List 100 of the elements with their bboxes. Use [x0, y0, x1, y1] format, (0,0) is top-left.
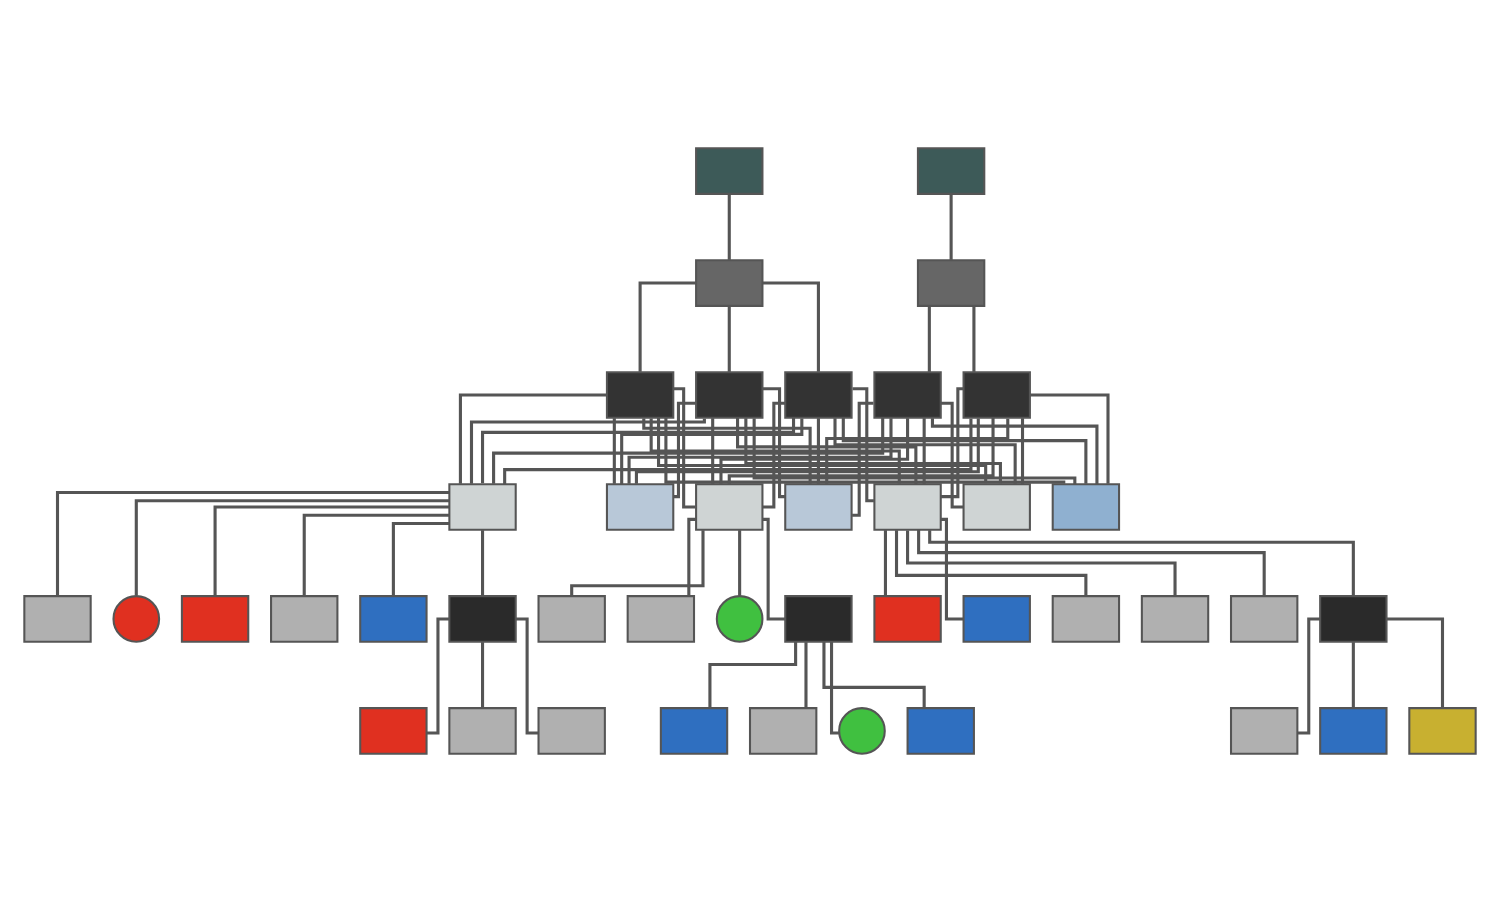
connector: [638, 280, 697, 371]
connector: [458, 392, 607, 483]
connector: [481, 417, 796, 483]
connector: [1297, 616, 1320, 734]
connector: [804, 641, 808, 707]
connector: [940, 400, 964, 508]
node-box: [906, 706, 975, 754]
node-box: [873, 370, 942, 418]
connector: [492, 416, 885, 483]
connector: [426, 616, 450, 734]
node-box: [695, 146, 764, 194]
node-box: [659, 706, 729, 754]
node-box: [916, 258, 986, 306]
connector: [481, 529, 485, 595]
node-box: [626, 594, 696, 642]
node-box: [962, 482, 1031, 530]
node-box: [962, 594, 1031, 642]
node-box: [1140, 594, 1210, 642]
connector: [972, 305, 976, 371]
connector: [642, 417, 812, 483]
connector: [941, 516, 964, 620]
connector: [852, 400, 874, 516]
connector: [927, 305, 931, 371]
node-box: [916, 146, 986, 194]
connector: [816, 417, 820, 483]
connector: [1020, 417, 1025, 483]
connector: [841, 416, 1088, 483]
connector: [570, 529, 705, 595]
node-box: [784, 370, 853, 418]
connector: [1351, 641, 1355, 707]
connector: [949, 193, 953, 259]
node-box: [448, 594, 517, 642]
connector: [134, 498, 450, 595]
connector: [822, 641, 926, 707]
connector: [481, 641, 485, 707]
node-box: [359, 706, 428, 754]
connector: [469, 417, 706, 483]
node-box: [359, 594, 428, 642]
node-box: [448, 482, 517, 530]
connector: [894, 529, 1088, 595]
node-box: [1051, 594, 1121, 642]
connector: [708, 640, 798, 707]
node-box: [180, 594, 250, 642]
node-box: [962, 370, 1031, 418]
connector: [906, 529, 1177, 595]
node-circle: [838, 706, 886, 754]
node-box: [873, 482, 942, 530]
node-circle: [112, 594, 161, 642]
connector: [762, 280, 820, 371]
node-box: [1319, 594, 1388, 642]
connector: [503, 417, 973, 483]
connector: [928, 529, 1355, 595]
connector: [762, 516, 786, 620]
node-box: [784, 482, 853, 530]
connector: [727, 193, 731, 259]
connector: [673, 386, 696, 508]
node-box: [537, 594, 606, 642]
connector: [711, 417, 715, 483]
connector: [213, 504, 450, 595]
node-box: [270, 594, 339, 642]
connector: [917, 528, 1266, 595]
connector: [302, 512, 449, 595]
connector: [762, 386, 785, 498]
node-box: [1408, 706, 1477, 754]
connector: [930, 417, 1099, 484]
node-box: [1319, 706, 1388, 754]
connector: [852, 386, 874, 502]
node-box: [1051, 482, 1121, 530]
node-box: [695, 370, 764, 418]
connector: [620, 417, 804, 484]
connector: [664, 416, 1066, 485]
connector: [738, 529, 742, 595]
connector: [1030, 392, 1110, 483]
connector: [883, 529, 887, 595]
connector: [515, 616, 539, 734]
node-box: [873, 594, 942, 642]
connector: [687, 516, 696, 595]
node-box: [537, 706, 606, 754]
node-box: [784, 594, 853, 642]
connector: [1386, 616, 1445, 707]
connector: [612, 417, 616, 483]
node-circle: [715, 594, 764, 642]
node-box: [23, 594, 92, 642]
node-box: [448, 706, 517, 754]
connector: [762, 400, 786, 508]
node-box: [1229, 594, 1299, 642]
connector: [55, 489, 450, 595]
connector: [673, 400, 696, 498]
connector: [922, 417, 926, 483]
node-box: [605, 370, 675, 418]
connector: [940, 386, 964, 498]
node-box: [605, 482, 675, 530]
node-box: [748, 706, 818, 754]
connector: [830, 641, 840, 734]
node-box: [695, 258, 764, 306]
connector: [727, 305, 731, 371]
connector: [752, 417, 1077, 484]
connector: [391, 521, 450, 595]
node-box: [695, 482, 764, 530]
node-box: [1229, 706, 1299, 754]
